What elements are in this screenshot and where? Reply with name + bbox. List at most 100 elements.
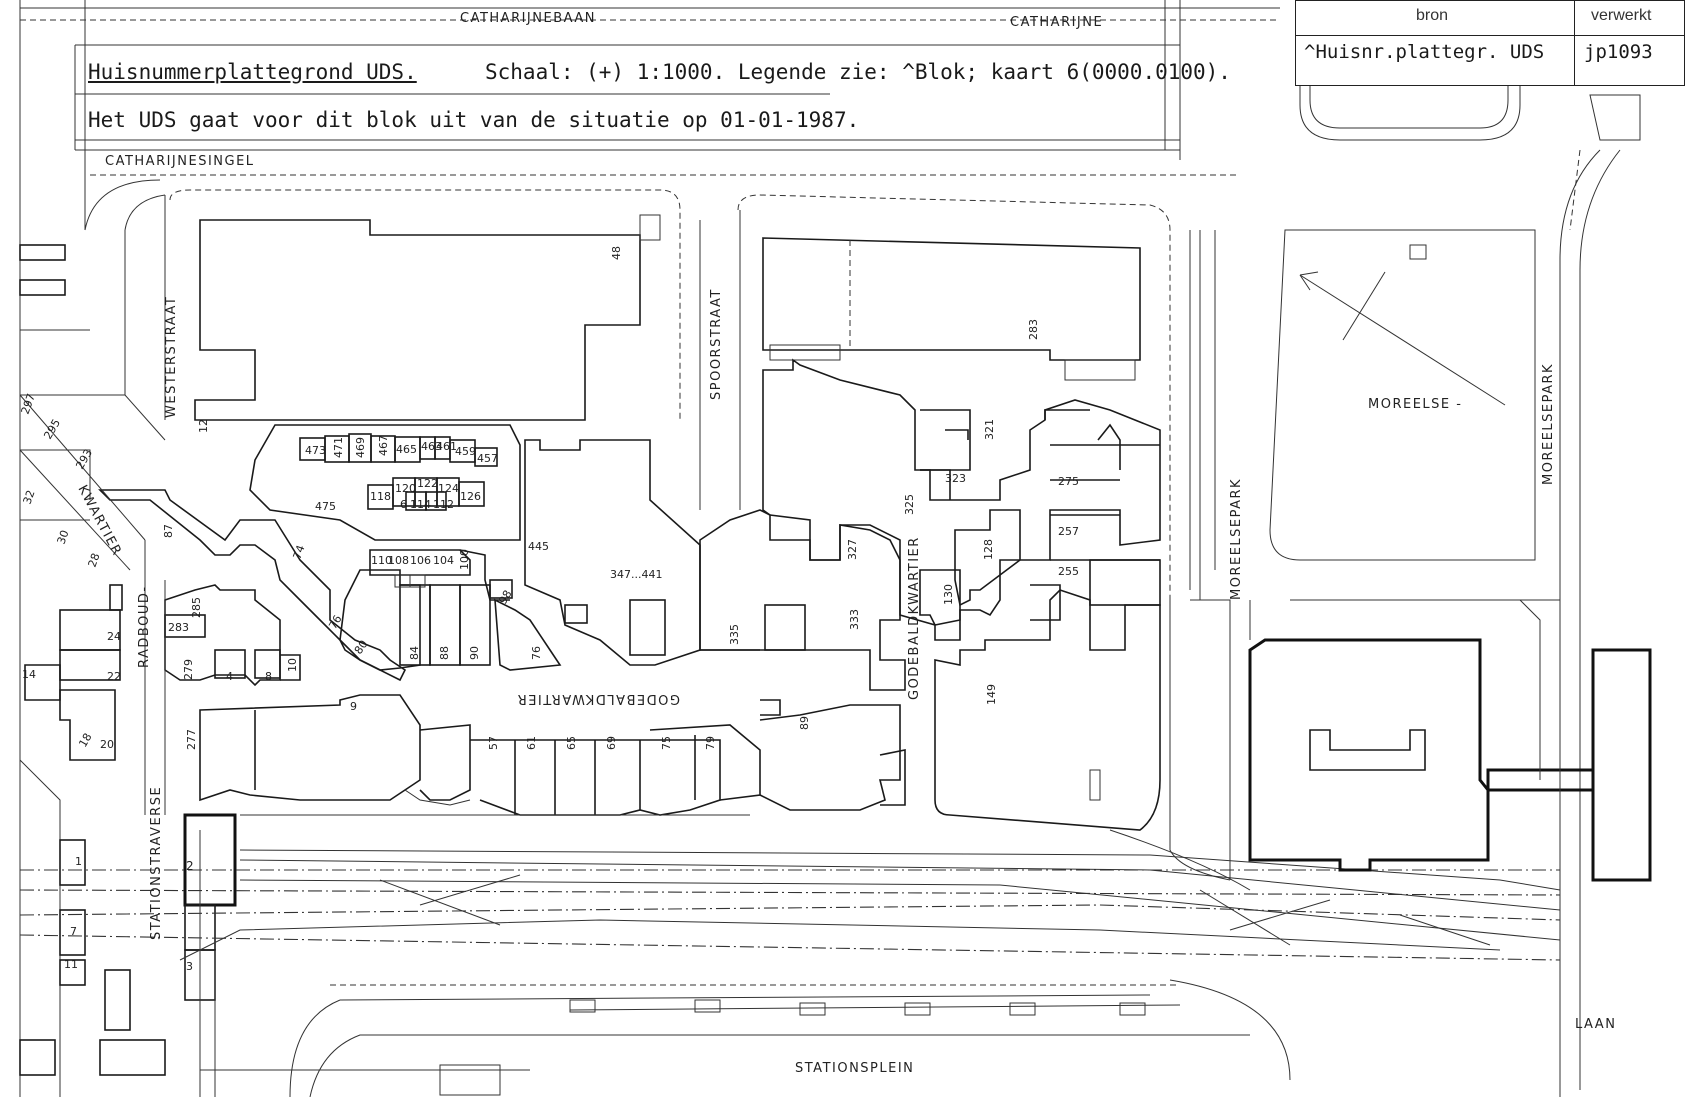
- block-325: [762, 358, 1161, 641]
- house-number: 75: [660, 736, 673, 750]
- house-number: 20: [100, 738, 114, 751]
- railway-tracks: [19, 849, 1561, 961]
- house-number: 61: [525, 736, 538, 750]
- metadata-table: bron verwerkt ^Huisnr.plattegr. UDS jp10…: [1295, 0, 1685, 86]
- house-number: 283: [1027, 319, 1040, 340]
- house-number: 255: [1058, 565, 1079, 578]
- house-number: 112: [433, 498, 454, 511]
- house-number: 4: [226, 670, 233, 683]
- house-number: 295: [41, 417, 63, 442]
- street-moreelsepark-2: MOREELSEPARK: [1541, 363, 1556, 485]
- street-kwartier: KWARTIER: [74, 483, 124, 559]
- house-number: 89: [798, 716, 811, 730]
- house-number: 457: [477, 452, 498, 465]
- station-blocks: [183, 813, 750, 1097]
- house-number: 98: [496, 588, 514, 607]
- moreelse-square: [1269, 229, 1536, 561]
- house-number: 22: [107, 670, 121, 683]
- house-number: 149: [985, 684, 998, 705]
- house-number: 124: [438, 482, 459, 495]
- station-platforms: [200, 979, 1291, 1097]
- street-godebaldkwartier-vertical: GODEBALDKWARTIER: [907, 536, 922, 700]
- street-catharijnesingel: CATHARIJNESINGEL: [105, 154, 255, 169]
- house-number: 327: [846, 539, 859, 560]
- map-scale-legend: Schaal: (+) 1:1000. Legende zie: ^Blok; …: [485, 60, 1231, 84]
- house-number: 6: [400, 498, 407, 511]
- street-radboud: RADBOUD-: [137, 585, 152, 668]
- house-number: 465: [396, 443, 417, 456]
- house-number: 57: [487, 736, 500, 750]
- house-number: 120: [395, 482, 416, 495]
- house-number: 257: [1058, 525, 1079, 538]
- track-outline: [1299, 30, 1641, 1090]
- house-number: 279: [182, 659, 195, 680]
- house-number: 87: [162, 524, 175, 538]
- house-number: 79: [704, 736, 717, 750]
- far-left-blocks: [19, 244, 166, 1097]
- house-number: 293: [73, 447, 95, 472]
- moreelse-buildings: [1190, 230, 1652, 882]
- house-number: 74: [291, 543, 308, 561]
- house-number: 283: [168, 621, 189, 634]
- house-number: 333: [848, 609, 861, 630]
- block-333: [699, 509, 906, 691]
- house-number: 90: [468, 646, 481, 660]
- house-number: 14: [22, 668, 36, 681]
- house-number: 475: [315, 500, 336, 513]
- middle-blocks: [249, 424, 701, 666]
- house-number: 104: [433, 554, 454, 567]
- house-number: 9: [350, 700, 357, 713]
- street-laan: LAAN: [1575, 1017, 1616, 1032]
- house-number: 100: [458, 549, 471, 570]
- house-number: 128: [982, 539, 995, 560]
- street-stationstraverse: STATIONSTRAVERSE: [149, 786, 164, 940]
- street-catharijne: CATHARIJNE: [1010, 15, 1103, 30]
- map-title: Huisnummerplattegrond UDS.: [88, 60, 417, 84]
- house-number: 76: [530, 646, 543, 660]
- house-number: 130: [942, 584, 955, 605]
- street-westerstraat: WESTERSTRAAT: [164, 296, 179, 418]
- block-149: [919, 509, 1161, 831]
- block-48: [169, 189, 681, 421]
- source-value: ^Huisnr.plattegr. UDS: [1304, 41, 1545, 63]
- house-number: 2: [186, 859, 194, 873]
- house-number: 1: [75, 855, 82, 868]
- house-number: 335: [728, 624, 741, 645]
- source-column-header: bron: [1416, 7, 1449, 24]
- left-blocks: [98, 489, 562, 687]
- house-number: 323: [945, 472, 966, 485]
- house-number: 469: [354, 437, 367, 458]
- house-number: 106: [410, 554, 431, 567]
- house-number: 3: [186, 960, 193, 973]
- street-catharijnebaan: CATHARIJNEBAAN: [460, 11, 596, 26]
- house-number: 10: [286, 658, 299, 672]
- house-number: 114: [410, 498, 431, 511]
- house-number: 277: [185, 729, 198, 750]
- top-boundary-lines: [19, 0, 1280, 1097]
- house-number: 12: [197, 419, 210, 433]
- situation-note: Het UDS gaat voor dit blok uit van de si…: [88, 108, 860, 132]
- house-number: 48: [610, 246, 623, 260]
- house-number: 463: [421, 440, 442, 453]
- street-spoorstraat: SPOORSTRAAT: [709, 288, 724, 400]
- house-number: 110: [371, 554, 392, 567]
- house-number: 321: [983, 419, 996, 440]
- house-number: 126: [460, 490, 481, 503]
- house-number: 471: [332, 437, 345, 458]
- house-number: 76: [326, 613, 344, 632]
- street-stationsplein: STATIONSPLEIN: [795, 1061, 914, 1076]
- house-number: 7: [70, 925, 77, 938]
- house-number: 467: [377, 435, 390, 456]
- processed-column-header: verwerkt: [1591, 7, 1652, 24]
- house-number: 275: [1058, 475, 1079, 488]
- road-curves: [19, 179, 1561, 1097]
- house-numbers: 48 283 12 473 471 469 467 465 463 461 45…: [19, 246, 1079, 973]
- house-number: 461: [436, 440, 457, 453]
- house-number: 118: [370, 490, 391, 503]
- processed-value: jp1093: [1584, 41, 1653, 63]
- house-number: 285: [190, 597, 203, 618]
- house-number: 445: [528, 540, 549, 553]
- house-number: 18: [76, 731, 94, 750]
- house-number: 65: [565, 736, 578, 750]
